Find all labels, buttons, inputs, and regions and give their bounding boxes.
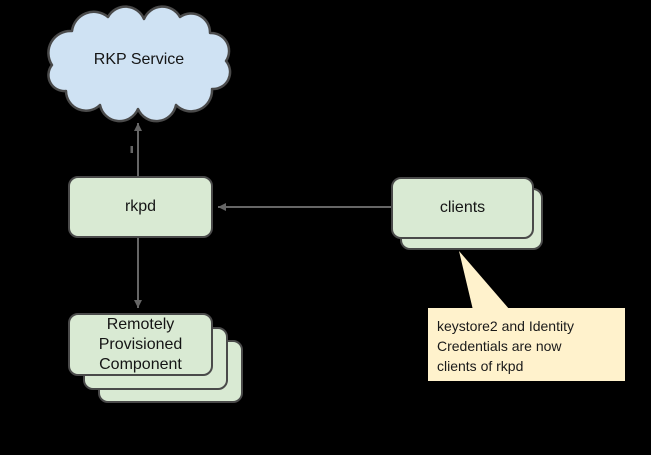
callout-tail [459,251,510,310]
cloud-node-rkp-service: RKP Service [93,51,185,68]
callout-note-text: keystore2 and Identity Credentials are n… [437,318,574,374]
node-clients: clients [391,177,534,239]
node-rkpd: rkpd [68,176,213,238]
node-rkpd-label: rkpd [124,198,157,215]
node-clients-label: clients [439,199,486,216]
callout-note: keystore2 and Identity Credentials are n… [428,308,625,381]
node-rpc: Remotely Provisioned Component [68,313,213,376]
cloud-shape [47,5,232,123]
node-rpc-label: Remotely Provisioned Component [98,315,183,373]
connector-tick [130,146,133,153]
